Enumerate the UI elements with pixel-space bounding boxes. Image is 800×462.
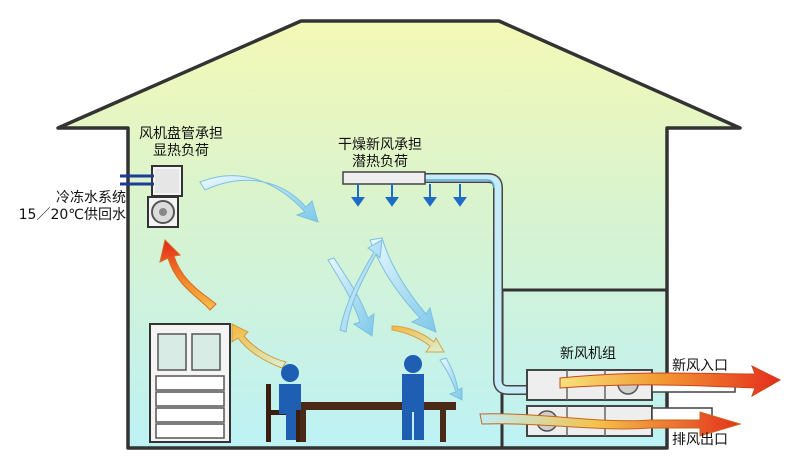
chilled-water-label-line1: 冷冻水系统 (56, 190, 126, 206)
fresh-air-inlet-label: 新风入口 (672, 358, 728, 374)
exhaust-outlet-label: 排风出口 (672, 432, 728, 448)
dry-fresh-air-label: 干燥新风承担 潜热负荷 (330, 137, 430, 171)
diffuser-icon (351, 184, 467, 207)
fan-icon (147, 196, 179, 228)
fresh-air-unit-label: 新风机组 (560, 346, 616, 362)
dry-fresh-air-label-line2: 潜热负荷 (352, 154, 408, 170)
chilled-water-label: 冷冻水系统 15／20℃供回水 (14, 190, 126, 224)
fan-coil-label-line1: 风机盘管承担 (139, 126, 223, 142)
table-icon (292, 402, 456, 442)
fresh-inlet-arrow (559, 364, 782, 398)
fan-coil-unit-icon (120, 165, 183, 197)
exhaust-outlet-arrow (479, 411, 742, 437)
fan-coil-label: 风机盘管承担 显热负荷 (131, 126, 231, 160)
duct-icon (342, 171, 530, 395)
cabinet-icon (149, 323, 231, 443)
fan-coil-label-line2: 显热负荷 (153, 143, 209, 159)
person-icon (279, 355, 424, 440)
warm-arrow-icon (159, 239, 287, 369)
chilled-water-label-line2: 15／20℃供回水 (18, 207, 126, 223)
arrow-icon (199, 175, 463, 401)
dry-fresh-air-label-line1: 干燥新风承担 (338, 137, 422, 153)
